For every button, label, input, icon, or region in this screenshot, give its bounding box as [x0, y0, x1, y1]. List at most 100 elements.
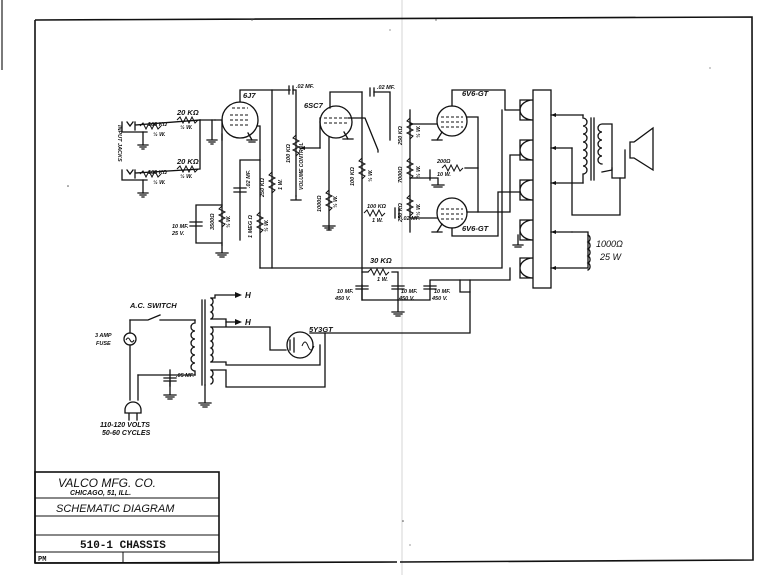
company-location: CHICAGO, 51, ILL. [70, 490, 131, 497]
tube-6sc7-label: 6SC7 [304, 101, 324, 110]
drawing-type: SCHEMATIC DIAGRAM [56, 503, 175, 515]
6v6-top-screen-wire [466, 116, 479, 213]
ot-primary-coil [582, 114, 588, 184]
r-plate-2-value: 100 KΩ [350, 166, 356, 186]
6sc7-plate-wire [329, 91, 363, 109]
power-supply: A.C. SWITCH 3 AMP FUSE 110-120 VOLTS 50-… [95, 291, 334, 437]
tube-6sc7-grids [324, 117, 348, 124]
r-volume-label: VOLUME CONTROL [299, 143, 305, 191]
fuse-label-2: FUSE [96, 341, 111, 347]
r-grid-2-value: 100 KΩ [367, 204, 387, 210]
scan-speckles [67, 19, 711, 546]
capacitor-filter-3 [423, 285, 437, 290]
pt-primary-coil [190, 319, 196, 376]
filter-wire [361, 271, 399, 301]
rectifier-plates [289, 337, 295, 353]
r-div-1-value: 250 KΩ [398, 125, 404, 146]
ground-icon [215, 244, 229, 258]
c-filter-3-value: 10 MF. [434, 289, 451, 295]
filter-bus [361, 267, 511, 301]
input-jack-2 [121, 169, 148, 181]
title-block: VALCO MFG. CO. CHICAGO, 51, ILL. SCHEMAT… [34, 471, 220, 564]
filter-link [459, 279, 471, 293]
r-series-1-rating: ½ W. [180, 124, 193, 131]
r-filter-value: 30 KΩ [370, 256, 392, 265]
heater-lead-1 [210, 294, 236, 299]
6j7-grid-wire [214, 119, 223, 141]
tube-6v6-top [436, 105, 468, 137]
heater-lead-2 [210, 318, 236, 323]
socket-pin-2 [519, 139, 534, 161]
resistor-1000-cathode [324, 189, 334, 212]
c-filter-2-value: 10 MF. [401, 289, 418, 295]
resistor-250k-div3 [405, 194, 415, 217]
speaker-socket-strip [532, 89, 552, 289]
r-series-1-value: 20 KΩ [176, 108, 199, 117]
resistor-250k-div1 [405, 117, 415, 140]
r-cathode-1-rating: ½ W. [225, 215, 232, 228]
cathode-bypass-wire [195, 204, 223, 244]
lead-arrow-icons [551, 113, 556, 270]
jack-2-wire [134, 119, 201, 179]
pt-core [201, 299, 206, 386]
volume-wire [292, 89, 297, 197]
socket-pin-4 [519, 219, 534, 241]
ground-icon [163, 380, 177, 400]
pt-rect-heater-coil [209, 369, 214, 385]
socket-pin-5 [519, 257, 534, 279]
title-block-frame [34, 471, 220, 564]
field-return-wire [571, 147, 621, 216]
ground-icon [137, 192, 149, 198]
field-coil-inductor [586, 234, 591, 271]
volume-control-pot [291, 134, 301, 157]
r-div-2-value: 7000Ω [398, 166, 404, 183]
ground-icon [322, 225, 336, 231]
capacitor-div [394, 207, 400, 219]
ac-switch-label: A.C. SWITCH [129, 301, 177, 310]
resistor-30k-filter [367, 267, 390, 277]
ac-switch-icon [129, 314, 196, 321]
6v6-bottom-plate-wire [451, 191, 521, 237]
socket-pin-3 [519, 179, 534, 201]
screen-b-plus-wire [466, 154, 521, 213]
field-coil-resistance: 1000Ω [596, 239, 623, 249]
hv-lead-2 [210, 344, 321, 366]
output-stage: 6V6-GT 6V6-GT [431, 89, 521, 237]
resistor-3500 [217, 205, 227, 228]
r-div-2-rating: ½ W. [415, 165, 422, 178]
speaker-plug: 1000Ω 25 W [512, 89, 654, 289]
pt-hv-coil [209, 326, 214, 363]
resistor-250k-plate [267, 171, 277, 194]
c-cathode-voltage: 25 V. [171, 231, 185, 237]
6v6-top-plate-wire [451, 89, 521, 111]
field-lead-2 [550, 231, 589, 269]
c-filter-1-voltage: 450 V. [334, 296, 351, 302]
filter-section: 30 KΩ 1 W. 10 MF. 450 V. 10 MF. 450 V. 1… [259, 109, 511, 334]
resistor-20k-1 [176, 115, 199, 125]
c-filter-2-voltage: 450 V. [398, 296, 415, 302]
ground-icon [137, 144, 149, 150]
resistor-1meg [255, 211, 265, 234]
chassis-model: 510-1 CHASSIS [80, 540, 166, 552]
stage-6j7: 6J7 3500Ω ½ W. 10 MF. 25 V. .02 MF. 1 ME… [171, 89, 291, 269]
input-section: INPUT JACKS 100 KΩ ½ W. 20 KΩ ½ W. 100 K… [116, 108, 216, 198]
r-shunt-1-value: 100 KΩ [148, 122, 168, 128]
r-plate-1-value: 250 KΩ [260, 177, 266, 198]
c-cathode-value: 10 MF. [172, 224, 189, 230]
capacitor-filter-1 [355, 285, 369, 290]
r-series-2-rating: ½ W. [180, 173, 193, 180]
tube-6v6-top-grids [441, 116, 463, 128]
resistor-100k-1 [139, 121, 162, 131]
tube-5y3gt-label: 5Y3GT [309, 325, 334, 334]
ground-icon [342, 131, 354, 140]
capacitor-filter-2 [391, 285, 405, 290]
r-screen-value: 1 MEG Ω [248, 214, 254, 238]
r-div-1-rating: ½ W. [415, 125, 422, 138]
socket-pin-1 [519, 99, 534, 121]
hv-lead-1 [210, 321, 287, 351]
rectifier-filament [301, 341, 315, 351]
ground-icon [391, 299, 405, 317]
r-plate-2-rating: ½ W. [367, 169, 374, 182]
mains-voltage: 110-120 VOLTS [100, 422, 150, 429]
